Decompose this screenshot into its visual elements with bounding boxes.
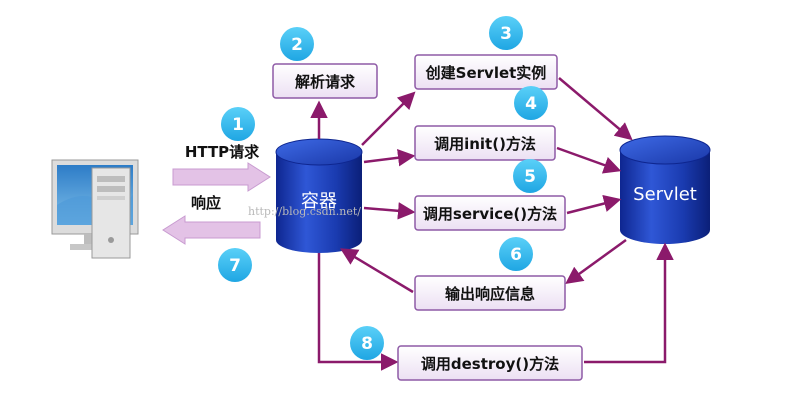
step-box-call-destroy: 调用destroy()方法 (397, 345, 583, 381)
call-service-text: 调用service()方法 (423, 205, 557, 223)
step-badge-8-text: 8 (361, 334, 373, 354)
step-badge-6: 6 (499, 237, 533, 271)
container-cylinder (275, 138, 363, 253)
arrow-destroy-to-servlet (584, 242, 674, 364)
step-badge-6-text: 6 (510, 245, 522, 265)
watermark-text: http://blog.csdn.net/ (248, 205, 361, 218)
arrow-servlet-to-output (565, 238, 627, 285)
step-badge-7: 7 (218, 248, 252, 282)
step-badge-7-text: 7 (229, 256, 241, 276)
arrow-container-to-service (363, 202, 416, 220)
call-init-text: 调用init()方法 (434, 135, 536, 153)
step-badge-4: 4 (514, 86, 548, 120)
arrow-container-to-create (361, 91, 416, 146)
arrow-init-to-servlet (556, 146, 622, 174)
step-box-call-init: 调用init()方法 (414, 125, 556, 161)
arrow-container-to-init (363, 149, 416, 167)
step-badge-1: 1 (221, 107, 255, 141)
container-label: 容器 (301, 191, 337, 212)
step-badge-2-text: 2 (291, 35, 303, 55)
step-badge-2: 2 (280, 27, 314, 61)
arrow-output-to-container (339, 248, 414, 294)
step-box-call-service: 调用service()方法 (414, 195, 566, 231)
arrow-container-to-destroy (317, 253, 399, 371)
step-box-create-instance: 创建Servlet实例 (414, 54, 558, 90)
create-instance-text: 创建Servlet实例 (425, 64, 547, 82)
step-badge-3: 3 (489, 16, 523, 50)
computer-icon (51, 159, 139, 259)
step-badge-4-text: 4 (525, 94, 537, 114)
step-badge-1-text: 1 (232, 115, 244, 135)
output-response-text: 输出响应信息 (445, 285, 535, 303)
parse-request-text: 解析请求 (295, 73, 356, 91)
servlet-label: Servlet (633, 184, 697, 205)
arrow-service-to-servlet (566, 194, 622, 215)
http-request-arrow (172, 162, 271, 192)
response-label: 响应 (191, 194, 221, 212)
response-arrow (162, 215, 261, 245)
step-badge-3-text: 3 (500, 24, 512, 44)
servlet-cylinder (619, 135, 711, 244)
step-badge-5-text: 5 (524, 167, 536, 187)
step-box-parse-request: 解析请求 (272, 63, 378, 99)
http-request-label: HTTP请求 (185, 143, 260, 161)
step-box-output-response: 输出响应信息 (414, 275, 566, 311)
step-badge-5: 5 (513, 159, 547, 193)
call-destroy-text: 调用destroy()方法 (421, 355, 559, 373)
step-badge-8: 8 (350, 326, 384, 360)
arrow-create-to-servlet (558, 77, 633, 141)
